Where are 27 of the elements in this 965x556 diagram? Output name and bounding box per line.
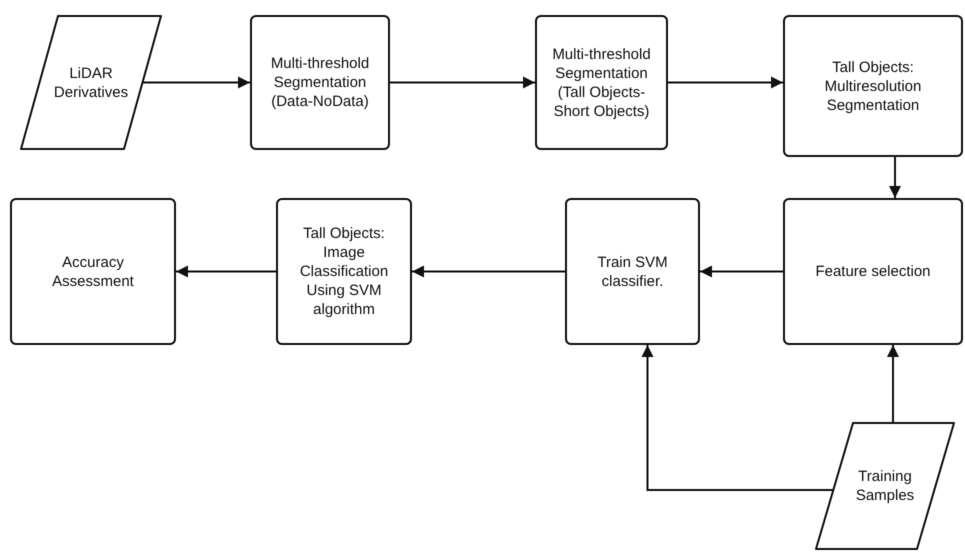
node-label: Multi-threshold Segmentation (Tall Objects-Short Objects)	[551, 44, 652, 120]
arrow	[642, 345, 833, 491]
node-label: Accuracy Assessment	[51, 252, 135, 290]
node-label: Feature selection	[814, 262, 932, 281]
arrow	[412, 266, 565, 278]
node-label: Multi-threshold Segmentation (Data-NoData)	[270, 54, 370, 111]
node-label: Training Samples	[854, 467, 916, 505]
node-label: Tall Objects: Image Classification Using SVM algorithm	[298, 224, 390, 319]
process-box	[565, 198, 700, 345]
data-parallelogram	[815, 422, 955, 550]
data-parallelogram	[20, 15, 162, 150]
process-box	[535, 15, 668, 150]
process-box	[276, 198, 412, 345]
process-box	[783, 198, 963, 345]
node-label: Tall Objects: Multiresolution Segmentation	[824, 58, 922, 114]
arrow	[887, 345, 899, 422]
arrow	[668, 76, 783, 88]
arrow	[700, 266, 783, 278]
node-label: LiDAR Derivatives	[52, 64, 130, 102]
process-box	[250, 15, 390, 150]
arrow	[390, 76, 535, 88]
node-label: Train SVM classifier.	[596, 252, 669, 290]
arrow	[176, 266, 276, 278]
process-box	[10, 198, 176, 345]
process-box	[783, 15, 963, 157]
arrow	[889, 157, 901, 198]
arrow	[143, 76, 250, 88]
